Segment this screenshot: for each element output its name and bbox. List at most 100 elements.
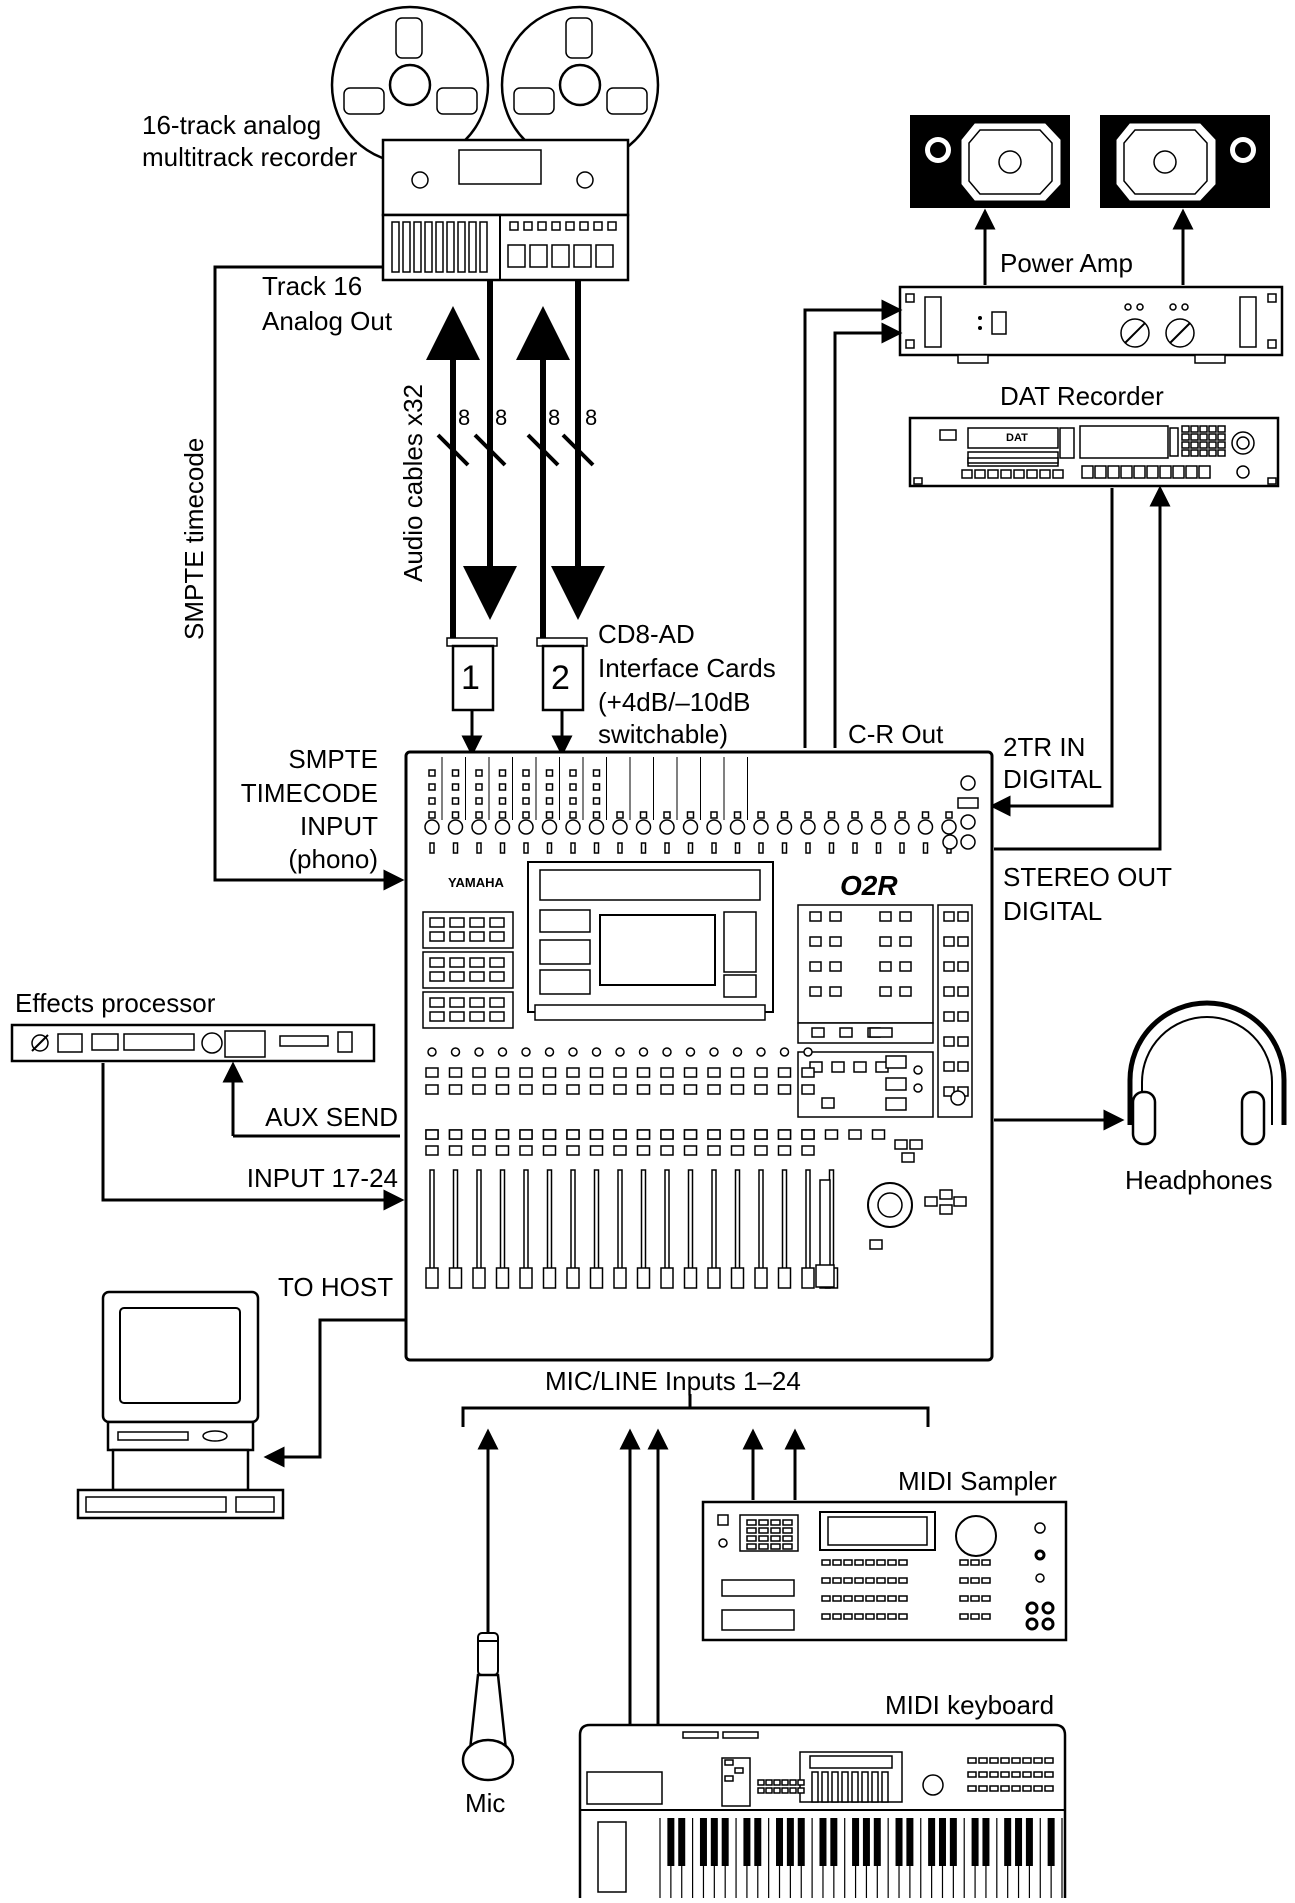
panel-button <box>449 971 465 982</box>
keyboard-button <box>789 1787 797 1794</box>
stereo-out-label-1: STEREO OUT <box>1003 862 1172 892</box>
channel-button <box>592 783 601 791</box>
pan-knob <box>847 819 863 835</box>
on-button <box>777 1129 792 1140</box>
on-button <box>495 1129 510 1140</box>
black-key <box>754 1818 762 1866</box>
panel-button <box>469 1011 485 1022</box>
keyboard-button <box>967 1771 977 1778</box>
channel-button <box>639 811 648 819</box>
black-key <box>743 1818 751 1866</box>
sel-button <box>425 1067 439 1078</box>
keyboard-button <box>765 1779 773 1786</box>
sampler-button <box>887 1595 897 1602</box>
dat-keypad-key <box>1217 441 1226 449</box>
fader-cap <box>801 1267 815 1289</box>
solo-button <box>542 1084 557 1095</box>
dat-keypad-key <box>1181 449 1190 457</box>
dat-button <box>1120 465 1133 479</box>
channel-slider <box>852 842 858 854</box>
panel-button <box>489 1011 505 1022</box>
fader-cap <box>472 1267 486 1289</box>
navigation-button <box>909 1139 923 1150</box>
keyboard-button <box>1022 1771 1032 1778</box>
sel-button <box>448 1067 463 1078</box>
channel-button <box>592 769 601 777</box>
cd8ad-label-2: Interface Cards <box>598 653 776 683</box>
channel-button <box>874 811 883 819</box>
sampler-button <box>832 1595 842 1602</box>
sampler-button <box>970 1577 980 1584</box>
sampler-keypad-key <box>758 1535 769 1542</box>
dat-badge: DAT <box>1006 432 1028 444</box>
fader-cap <box>613 1267 627 1289</box>
cd8ad-label-3: (+4dB/–10dB <box>598 687 751 717</box>
on-button <box>636 1129 651 1140</box>
keyboard-button <box>1044 1771 1054 1778</box>
dat-keypad-key <box>1199 433 1208 441</box>
fader-track <box>476 1169 482 1279</box>
channel-button <box>545 797 554 805</box>
panel-button <box>943 936 955 947</box>
channel-button <box>522 797 530 805</box>
dat-keypad-key <box>1181 425 1190 433</box>
panel-button <box>449 957 465 968</box>
black-key <box>949 1818 957 1866</box>
channel-slider <box>781 842 788 854</box>
dat-keypad-key <box>1217 425 1226 433</box>
mic-line-label: MIC/LINE Inputs 1–24 <box>545 1366 801 1396</box>
channel-slider <box>805 842 811 854</box>
panel-button <box>429 917 445 928</box>
fader-track <box>593 1169 600 1279</box>
on-button <box>754 1145 768 1156</box>
pan-knob <box>588 819 605 835</box>
keyboard-button <box>1011 1771 1021 1778</box>
black-key <box>906 1818 914 1866</box>
on-button <box>589 1129 604 1140</box>
sampler-button <box>887 1559 897 1566</box>
keyboard-button <box>989 1785 999 1792</box>
sampler-keypad-key <box>758 1519 769 1526</box>
black-key <box>710 1818 718 1866</box>
panel-button <box>809 911 822 922</box>
channel-button <box>475 797 483 805</box>
channel-led <box>521 1047 531 1057</box>
panel-button <box>829 961 842 972</box>
aux-send-label: AUX SEND <box>265 1102 398 1132</box>
fader-cap <box>495 1267 510 1289</box>
on-button <box>519 1145 533 1156</box>
panel-button <box>429 931 445 942</box>
channel-led <box>638 1047 649 1057</box>
pan-knob <box>753 819 769 835</box>
smpte-cable <box>213 265 405 891</box>
track16-label-1: Track 16 <box>262 271 362 301</box>
black-key <box>721 1818 729 1866</box>
tape-button <box>537 221 547 231</box>
channel-button <box>475 769 483 777</box>
keyboard-button <box>978 1785 988 1792</box>
headphones-label: Headphones <box>1125 1165 1272 1195</box>
dat-button <box>961 469 973 479</box>
sampler-button <box>843 1559 853 1566</box>
solo-button <box>636 1084 651 1095</box>
black-key <box>862 1818 870 1866</box>
on-button <box>589 1145 604 1156</box>
fader-track <box>617 1169 623 1279</box>
dat-recorder-label: DAT Recorder <box>1000 381 1164 411</box>
sel-button <box>495 1067 510 1078</box>
on-button <box>566 1145 580 1156</box>
panel-knob <box>950 1090 966 1106</box>
channel-button <box>428 783 436 791</box>
channel-button <box>475 811 483 819</box>
panel-led <box>913 1083 923 1093</box>
dat-button <box>1185 465 1198 479</box>
tape-transport-button <box>551 244 570 268</box>
black-key <box>938 1818 946 1866</box>
dat-button <box>1198 465 1211 479</box>
channel-button <box>780 811 789 819</box>
panel-button <box>957 1011 969 1022</box>
keyboard-button <box>1022 1785 1032 1792</box>
panel-button <box>429 957 445 968</box>
cr-out-cable-2 <box>833 322 903 748</box>
pan-knob <box>659 819 675 835</box>
